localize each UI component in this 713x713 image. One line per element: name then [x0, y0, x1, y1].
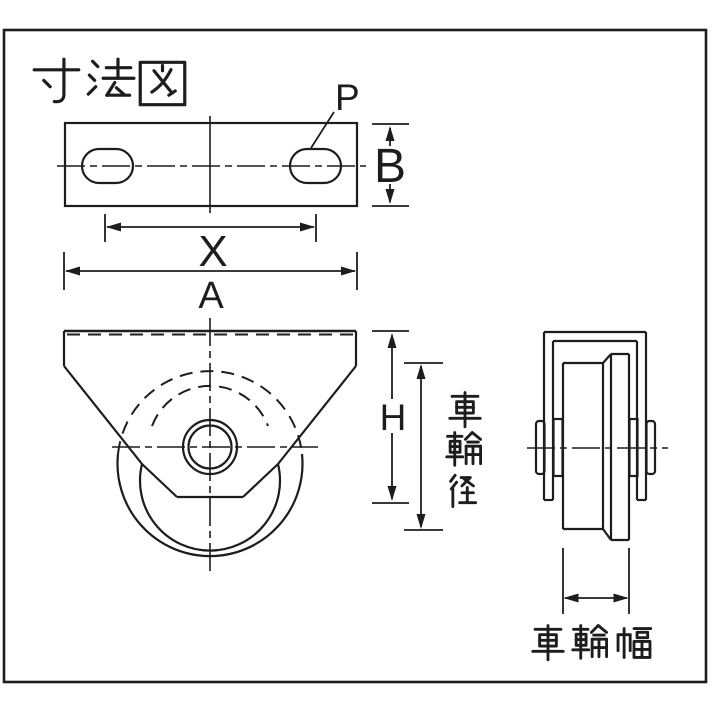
drawing-frame [2, 28, 708, 684]
drawing-title-glyphs [32, 57, 187, 107]
p-label: P [335, 77, 360, 118]
dimension-b: B [372, 123, 409, 207]
front-view [62, 318, 358, 572]
bracket-right-diagonal [277, 365, 357, 465]
a-label: A [198, 275, 224, 317]
title-glyph-zu [138, 60, 187, 107]
bracket-left-diagonal [63, 365, 143, 465]
b-label: B [374, 140, 406, 193]
dimension-wheel-diameter [404, 362, 483, 531]
title-glyph-hou [86, 57, 136, 97]
p-leader-line [310, 111, 335, 149]
h-label: H [380, 397, 407, 438]
wheel-width-glyphs [531, 624, 653, 662]
top-view: P [57, 77, 366, 213]
title-glyph-sun [32, 57, 81, 104]
dimension-a: A [63, 252, 358, 317]
x-label: X [198, 227, 227, 276]
dimension-x: X [104, 214, 317, 276]
dimension-wheel-width [531, 548, 653, 662]
wheel-diameter-glyphs [445, 391, 483, 508]
mounting-plate [63, 121, 359, 208]
dimension-h: H [372, 330, 409, 504]
side-view [527, 330, 668, 542]
